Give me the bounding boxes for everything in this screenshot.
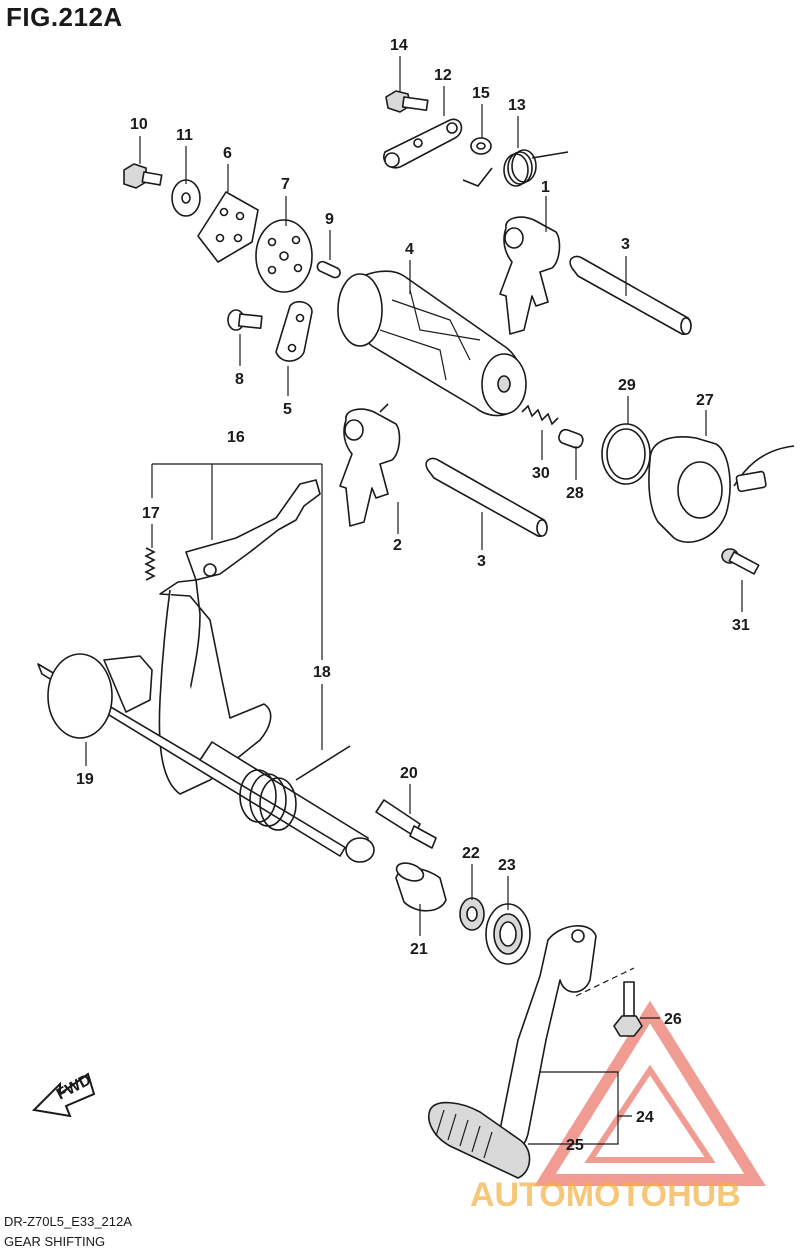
part-23-oil-seal[interactable] xyxy=(485,903,531,965)
figure-title: FIG.212A xyxy=(6,2,123,32)
callout-11: 11 xyxy=(176,127,193,144)
callout-5: 5 xyxy=(283,401,292,418)
part-20-pin[interactable] xyxy=(375,799,437,849)
callout-24: 24 xyxy=(636,1109,654,1126)
callout-19: 19 xyxy=(76,771,94,788)
callout-23: 23 xyxy=(498,857,516,874)
part-22-washer[interactable] xyxy=(459,897,485,931)
footer-caption: GEAR SHIFTING xyxy=(4,1234,106,1249)
part-10-bolt[interactable] xyxy=(123,163,163,189)
part-19-shift-shaft-plate[interactable] xyxy=(37,653,347,857)
callout-29: 29 xyxy=(618,377,636,394)
part-28-pin[interactable] xyxy=(557,428,584,449)
part-2-shift-fork[interactable] xyxy=(339,403,401,527)
part-26-bolt[interactable] xyxy=(613,981,643,1037)
part-4-shift-cam-drum[interactable] xyxy=(337,270,527,417)
fwd-arrow: FWD xyxy=(31,1071,96,1118)
part-17-spring[interactable] xyxy=(144,547,156,581)
callout-21: 21 xyxy=(410,941,428,958)
leader-lines xyxy=(85,56,743,1145)
part-7-cam-plate[interactable] xyxy=(255,219,313,293)
watermark-logo xyxy=(534,1000,766,1186)
callout-17: 17 xyxy=(142,505,160,522)
part-30-spring[interactable] xyxy=(521,404,559,426)
callout-1: 1 xyxy=(541,179,550,196)
part-12-stopper-arm[interactable] xyxy=(383,118,463,169)
callout-6: 6 xyxy=(223,145,232,162)
callout-13: 13 xyxy=(508,97,526,114)
watermark-text: AUTOMOTOHUB xyxy=(470,1176,741,1214)
callout-8: 8 xyxy=(235,371,244,388)
callout-27: 27 xyxy=(696,392,714,409)
part-3-shaft-lower[interactable] xyxy=(425,457,548,537)
callout-7: 7 xyxy=(281,176,290,193)
callout-30: 30 xyxy=(532,465,550,482)
footer-code: DR-Z70L5_E33_212A xyxy=(4,1214,132,1229)
part-16-shift-arm[interactable] xyxy=(158,479,321,795)
part-11-washer[interactable] xyxy=(171,179,201,217)
callout-25: 25 xyxy=(566,1137,584,1154)
callout-12: 12 xyxy=(434,67,452,84)
part-15-washer[interactable] xyxy=(470,137,492,155)
part-6-plate[interactable] xyxy=(197,191,259,263)
part-9-pin[interactable] xyxy=(316,260,342,279)
callout-26: 26 xyxy=(664,1011,682,1028)
callout-16: 16 xyxy=(227,429,245,446)
callout-22: 22 xyxy=(462,845,480,862)
part-18-shift-shaft[interactable] xyxy=(199,741,375,863)
part-29-o-ring[interactable] xyxy=(601,423,651,485)
callout-15: 15 xyxy=(472,85,490,102)
part-14-bolt[interactable] xyxy=(385,90,429,113)
dashed-guide-line xyxy=(575,967,635,997)
part-25-gear-shift-lever[interactable] xyxy=(428,925,597,1179)
part-1-shift-fork[interactable] xyxy=(499,216,561,335)
part-8-screw[interactable] xyxy=(227,309,263,331)
callout-4: 4 xyxy=(405,241,414,258)
callout-3-upper: 3 xyxy=(621,236,630,253)
callout-18: 18 xyxy=(313,664,331,681)
callout-labels: 1 2 3 3 4 5 6 7 8 9 10 11 12 13 14 15 16… xyxy=(76,37,750,1154)
callout-20: 20 xyxy=(400,765,418,782)
part-5-plate[interactable] xyxy=(275,300,313,362)
callout-28: 28 xyxy=(566,485,584,502)
callout-14: 14 xyxy=(390,37,408,54)
part-27-gear-position-switch[interactable] xyxy=(648,436,795,543)
callout-9: 9 xyxy=(325,211,334,228)
part-13-spring[interactable] xyxy=(462,149,569,187)
part-31-screw[interactable] xyxy=(721,548,760,575)
callout-2: 2 xyxy=(393,537,402,554)
callout-3-lower: 3 xyxy=(477,553,486,570)
callout-10: 10 xyxy=(130,116,148,133)
part-21-bushing[interactable] xyxy=(394,860,447,912)
callout-31: 31 xyxy=(732,617,750,634)
part-3-shaft-upper[interactable] xyxy=(569,255,692,335)
footer: DR-Z70L5_E33_212A GEAR SHIFTING xyxy=(4,1212,132,1252)
